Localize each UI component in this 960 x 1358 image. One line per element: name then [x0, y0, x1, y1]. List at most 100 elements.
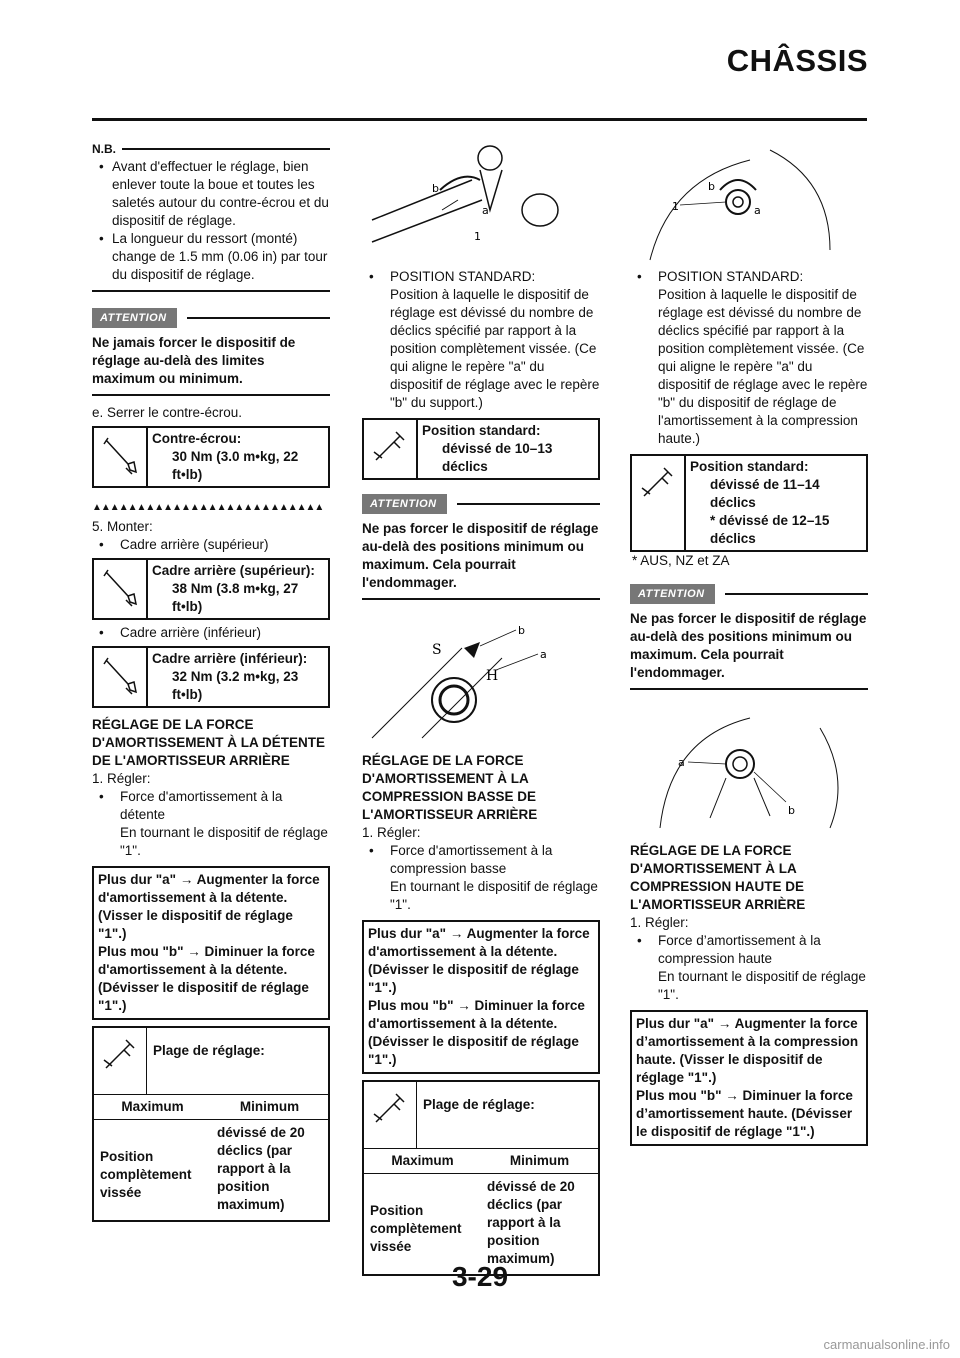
effect-softer: Plus mou "b" → Diminuer la force d'amort…: [98, 944, 315, 1013]
column-1: N.B. Avant d'effectuer le réglage, bien …: [92, 140, 330, 1222]
wrench-icon: [94, 648, 148, 706]
section-title: RÉGLAGE DE LA FORCE D'AMORTISSEMENT À LA…: [362, 753, 538, 822]
label-b: b: [708, 180, 715, 193]
effect-softer: Plus mou "b" → Diminuer la force d'amort…: [368, 998, 585, 1067]
torque-title: Cadre arrière (supérieur):: [152, 563, 315, 578]
list-item-force: Force d’amortissement à la compression h…: [630, 932, 868, 968]
effect-softer: Plus mou "b" → Diminuer la force d’amort…: [636, 1088, 853, 1139]
turning-text: En tournant le dispositif de réglage "1"…: [658, 969, 866, 1002]
footnote: * AUS, NZ et ZA: [632, 553, 730, 568]
std-position-box: Position standard: dévissé de 11–14 décli…: [630, 454, 868, 552]
torque-box-locknut: Contre-écrou: 30 Nm (3.0 m•kg, 22 ft•lb): [92, 426, 330, 488]
label-a: a: [482, 204, 489, 217]
std-position-text: Position à laquelle le dispositif de rég…: [390, 287, 600, 410]
label-a: a: [678, 756, 685, 769]
nb-end-rule: [92, 290, 330, 292]
torque-value: 32 Nm (3.2 m•kg, 23 ft•lb): [172, 669, 299, 702]
torque-value: 30 Nm (3.0 m•kg, 22 ft•lb): [172, 449, 299, 482]
range-table: Plage de réglage: Maximum Minimum Positio…: [362, 1080, 600, 1276]
range-max-value: Position complètement vissée: [100, 1149, 192, 1200]
letter-h: H: [486, 668, 498, 684]
effect-harder: Plus dur "a" → Augmenter la force d’amor…: [636, 1016, 859, 1085]
adjuster-icon: [364, 420, 418, 478]
range-min-value: dévissé de 20 déclics (par rapport à la …: [217, 1125, 305, 1212]
torque-title: Cadre arrière (inférieur):: [152, 651, 308, 666]
range-table: Plage de réglage: Maximum Minimum Positio…: [92, 1026, 330, 1222]
range-label: Plage de réglage:: [153, 1043, 265, 1058]
adjuster-icon: [94, 1028, 147, 1094]
torque-value: 38 Nm (3.8 m•kg, 27 ft•lb): [172, 581, 299, 614]
range-min-value: dévissé de 20 déclics (par rapport à la …: [487, 1179, 575, 1266]
section-title: RÉGLAGE DE LA FORCE D'AMORTISSEMENT À LA…: [630, 843, 806, 912]
adjuster-icon: [364, 1082, 417, 1148]
attention-text: Ne pas forcer le dispositif de réglage a…: [362, 521, 599, 590]
step-1: 1. Régler:: [362, 825, 421, 840]
section-title: RÉGLAGE DE LA FORCE D'AMORTISSEMENT À LA…: [92, 717, 325, 768]
turning-text: En tournant le dispositif de réglage "1"…: [120, 825, 328, 858]
range-max-header: Maximum: [391, 1153, 454, 1168]
step-5: 5. Monter:: [92, 519, 153, 534]
attention-heading: ATTENTION: [630, 584, 868, 604]
figure-compression-adjuster: 1 b a: [630, 140, 868, 268]
nb-heading: N.B.: [92, 140, 330, 158]
effect-harder: Plus dur "a" → Augmenter la force d'amor…: [98, 872, 320, 941]
step-e: e. Serrer le contre-écrou.: [92, 405, 243, 420]
attention-end-rule: [362, 598, 600, 600]
pos-title: Position standard:: [422, 423, 541, 438]
letter-s: S: [432, 642, 442, 658]
list-item-force: Force d'amortissement à la détente: [92, 788, 330, 824]
page-number: 3-29: [451, 1261, 509, 1292]
page-title: CHÂSSIS: [726, 43, 868, 78]
pos-value: dévissé de 10–13 déclics: [442, 441, 553, 474]
torque-box-lower: Cadre arrière (inférieur): 32 Nm (3.2 m•k…: [92, 646, 330, 708]
step-1: 1. Régler:: [630, 915, 689, 930]
header-rule: [92, 118, 867, 121]
step-1: 1. Régler:: [92, 771, 151, 786]
std-position-item: POSITION STANDARD:: [362, 268, 600, 286]
label-1: 1: [474, 230, 481, 243]
figure-high-compression: a b: [630, 698, 868, 836]
std-position-box: Position standard: dévissé de 10–13 décli…: [362, 418, 600, 480]
list-item-force: Force d'amortissement à la compression b…: [362, 842, 600, 878]
effect-harder: Plus dur "a" → Augmenter la force d'amor…: [368, 926, 590, 995]
label-b: b: [432, 182, 439, 195]
std-position-text: Position à laquelle le dispositif de rég…: [658, 287, 868, 446]
nb-item: La longueur du ressort (monté) change de…: [92, 230, 330, 284]
turning-text: En tournant le dispositif de réglage "1"…: [390, 879, 598, 912]
std-position-item: POSITION STANDARD:: [630, 268, 868, 286]
figure-low-compression: S H b a: [362, 608, 600, 746]
label-1: 1: [672, 200, 679, 213]
column-3: 1 b a POSITION STANDARD: Position à laqu…: [630, 140, 868, 1146]
range-min-header: Minimum: [239, 1099, 300, 1114]
torque-title: Contre-écrou:: [152, 431, 242, 446]
list-item-lower: Cadre arrière (inférieur): [92, 624, 330, 642]
end-triangles: ▲▲▲▲▲▲▲▲▲▲▲▲▲▲▲▲▲▲▲▲▲▲▲▲▲▲: [92, 502, 324, 513]
column-2: b a 1 POSITION STANDARD: Position à laqu…: [362, 140, 600, 1276]
torque-box-upper: Cadre arrière (supérieur): 38 Nm (3.8 m•k…: [92, 558, 330, 620]
attention-heading: ATTENTION: [362, 494, 600, 514]
effect-box: Plus dur "a" → Augmenter la force d’amor…: [630, 1010, 868, 1146]
figure-rebound-adjuster: b a 1: [362, 140, 600, 268]
range-max-header: Maximum: [121, 1099, 184, 1114]
effect-box: Plus dur "a" → Augmenter la force d'amor…: [92, 866, 330, 1020]
nb-item: Avant d'effectuer le réglage, bien enlev…: [92, 158, 330, 230]
wrench-icon: [94, 428, 148, 486]
label-b: b: [788, 804, 795, 817]
label-a: a: [540, 648, 547, 661]
list-item-upper: Cadre arrière (supérieur): [92, 536, 330, 554]
attention-end-rule: [92, 394, 330, 396]
attention-text: Ne jamais forcer le dispositif de réglag…: [92, 335, 296, 386]
range-min-header: Minimum: [509, 1153, 570, 1168]
label-b: b: [518, 624, 525, 637]
attention-heading: ATTENTION: [92, 308, 330, 328]
pos-value: dévissé de 11–14 déclics: [710, 477, 820, 510]
label-a: a: [754, 204, 761, 217]
effect-box: Plus dur "a" → Augmenter la force d'amor…: [362, 920, 600, 1074]
range-max-value: Position complètement vissée: [370, 1203, 462, 1254]
range-label: Plage de réglage:: [423, 1097, 535, 1112]
pos-title: Position standard:: [690, 459, 809, 474]
wrench-icon: [94, 560, 148, 618]
pos-value-alt: * dévissé de 12–15 déclics: [710, 513, 830, 546]
watermark: carmanualsonline.info: [823, 1337, 950, 1352]
attention-text: Ne pas forcer le dispositif de réglage a…: [630, 611, 867, 680]
